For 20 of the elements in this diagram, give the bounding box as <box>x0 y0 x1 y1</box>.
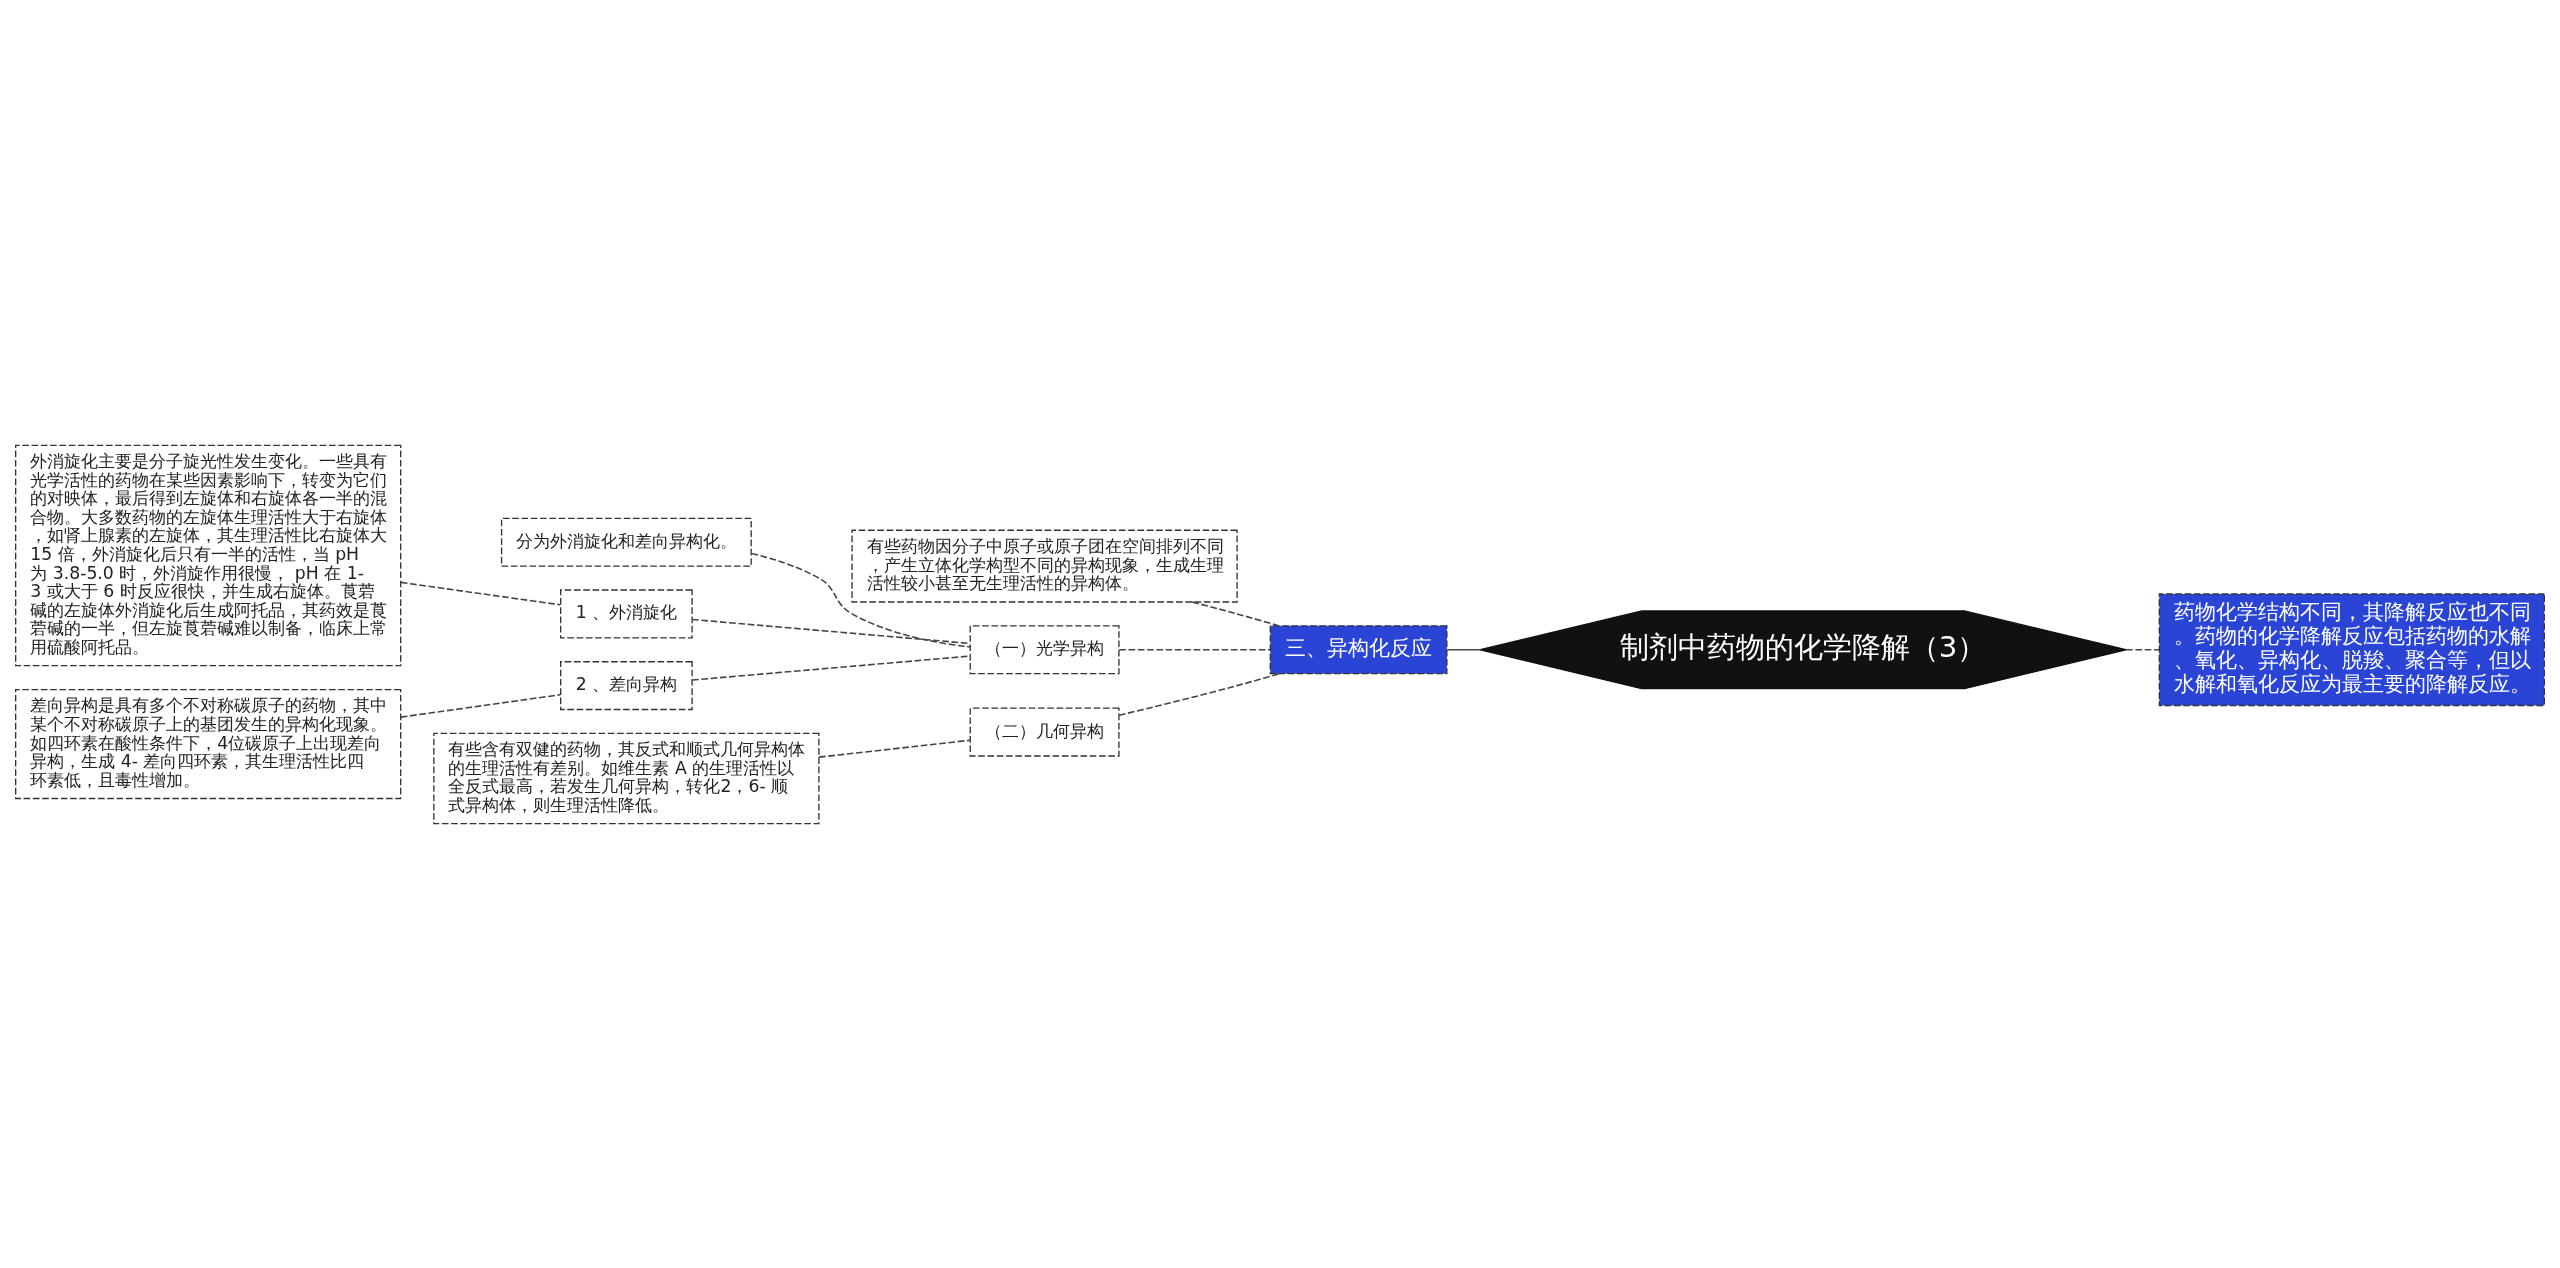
node-box: （二）几何异构 <box>969 707 1120 757</box>
connector <box>1118 648 1271 651</box>
connector <box>750 552 971 648</box>
connector <box>400 693 561 718</box>
connector <box>818 738 971 758</box>
node-box: 三、异构化反应 <box>1269 624 1448 674</box>
connector <box>2125 648 2161 651</box>
connector <box>1191 600 1280 627</box>
node-box: 药物化学结构不同，其降解反应也不同。药物的化学降解反应包括药物的水解、氧化、异构化、脱羧、聚合等，但以水解和氧化反应为最主要的降解反应。 <box>2158 592 2545 706</box>
node-box: 2 、差向异构 <box>560 660 693 710</box>
node-box: 外消旋化主要是分子旋光性发生变化。一些具有光学活性的药物在某些因素影响下，转变为它们的对映体，最后得到左旋体和右旋体各一半的混合物。大多数药物的左旋体生理活性大于右旋体，如肾上腺素的左旋体，其生理活性比右旋体大 15 倍，外消旋化后只有一半的活性，当 pH 为 3.8-5.0 时，外消旋作用很慢， pH 在 1-3 或大于 6 时反应很快，并生成右旋体。莨菪碱的左旋体外消旋化后生成阿托品，其药效是莨菪碱的一半，但左旋莨菪碱难以制备，临床上常用硫酸阿托品。 <box>15 444 402 666</box>
connector <box>1118 672 1280 716</box>
node-box: 分为外消旋化和差向异构化。 <box>500 517 752 567</box>
connector <box>1446 648 1482 651</box>
node-box: （一）光学异构 <box>969 624 1120 674</box>
node-box: 有些含有双健的药物，其反式和顺式几何异构体的生理活性有差别。如维生素 A 的生理活性以全反式最高，若发生几何异构，转化2，6- 顺式异构体，则生理活性降低。 <box>433 732 820 824</box>
node-box: 差向异构是具有多个不对称碳原子的药物，其中某个不对称碳原子上的基团发生的异构化现象。如四环素在酸性条件下，4位碳原子上出现差向异构，生成 4- 差向四环素，其生理活性比四环素低，且毒性增加。 <box>15 688 402 799</box>
node-box: 1 、外消旋化 <box>560 588 693 638</box>
connector <box>400 581 561 606</box>
node-box: 有些药物因分子中原子或原子团在空间排列不同，产生立体化学构型不同的异构现象，生成生理活性较小甚至无生理活性的异构体。 <box>851 529 1238 603</box>
